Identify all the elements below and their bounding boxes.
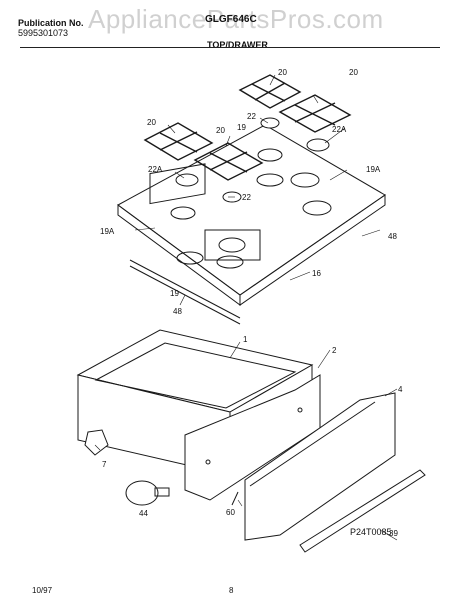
grate-top-left xyxy=(238,74,302,109)
drawer-panel xyxy=(244,392,396,541)
figure-code: P24T0085 xyxy=(350,527,392,537)
callout-top: 16 xyxy=(312,269,321,278)
callout-cap-a: 22 xyxy=(247,112,256,121)
drawer-inner xyxy=(94,342,297,409)
drawer-roller xyxy=(125,480,159,506)
cooktop-top xyxy=(117,124,386,296)
callout-screw-bottom: 48 xyxy=(173,307,182,316)
bracket-hole-2 xyxy=(297,407,303,413)
cooktop-side-lip xyxy=(239,194,386,306)
burner-caps xyxy=(175,117,330,203)
front-trim-strip xyxy=(129,259,241,319)
callout-cap-large-a: 22A xyxy=(332,125,347,134)
burner-bowl-left-front xyxy=(149,163,206,205)
burner-ring-4 xyxy=(256,173,284,187)
drawer-handle xyxy=(299,469,426,553)
bracket-hole-1 xyxy=(205,459,211,465)
grates xyxy=(143,74,352,181)
burner-ring-7 xyxy=(176,251,204,265)
callout-leaders xyxy=(94,74,398,541)
callout-cap-b: 22 xyxy=(242,193,251,202)
grate-top-right xyxy=(278,94,352,133)
publication-number: 5995301073 xyxy=(18,28,69,38)
model-number: GLGF646C xyxy=(205,14,257,25)
callout-grate-d: 20 xyxy=(216,126,225,135)
callout-grate-a: 20 xyxy=(278,68,287,77)
callout-head: 19 xyxy=(237,123,246,132)
callout-labels: 20 20 20 20 19 22 22A 22A 19A 22 19A 48 … xyxy=(100,68,403,538)
callout-grate-c: 20 xyxy=(147,118,156,127)
page-number: 8 xyxy=(229,586,234,595)
burner-ring-1 xyxy=(170,206,196,220)
cap-large-left xyxy=(175,173,199,187)
burner-ring-8 xyxy=(216,255,244,269)
publication-label: Publication No. xyxy=(18,18,84,28)
cap-small-top xyxy=(260,117,280,129)
section-title: TOP/DRAWER xyxy=(207,40,268,50)
callout-panel: 4 xyxy=(398,385,403,394)
burner-ring-5 xyxy=(290,172,320,188)
cooktop-assembly xyxy=(117,124,386,325)
drawer-assembly xyxy=(76,329,426,553)
burner-ring-6 xyxy=(257,148,283,162)
roller-axle xyxy=(154,487,170,497)
burner-ring-3 xyxy=(302,200,332,216)
callout-screw-right: 48 xyxy=(388,232,397,241)
callout-bowl-left: 19A xyxy=(100,227,115,236)
footer-date: 10/97 xyxy=(32,586,53,595)
cap-large-right xyxy=(306,138,330,152)
pad-stub xyxy=(231,491,239,506)
callout-cap-large-b: 22A xyxy=(148,165,163,174)
panel-edge xyxy=(249,401,376,487)
callout-handle: 39 xyxy=(389,529,398,538)
callout-grate-b: 20 xyxy=(349,68,358,77)
callout-pad: 60 xyxy=(226,508,235,517)
grate-left xyxy=(143,122,214,161)
callout-drawer: 1 xyxy=(243,335,248,344)
callout-bumper: 7 xyxy=(102,460,107,469)
callout-bracket: 2 xyxy=(332,346,337,355)
watermark: AppliancePartsPros.com xyxy=(88,4,384,34)
callout-bowl-right: 19A xyxy=(366,165,381,174)
drawer-bumper xyxy=(84,429,109,456)
grate-center xyxy=(193,142,264,181)
burner-ring-2 xyxy=(218,237,246,253)
burner-bowl-center-front xyxy=(204,229,261,261)
header-rule xyxy=(20,47,440,48)
callout-head-b: 19 xyxy=(170,289,179,298)
callout-roller: 44 xyxy=(139,509,148,518)
